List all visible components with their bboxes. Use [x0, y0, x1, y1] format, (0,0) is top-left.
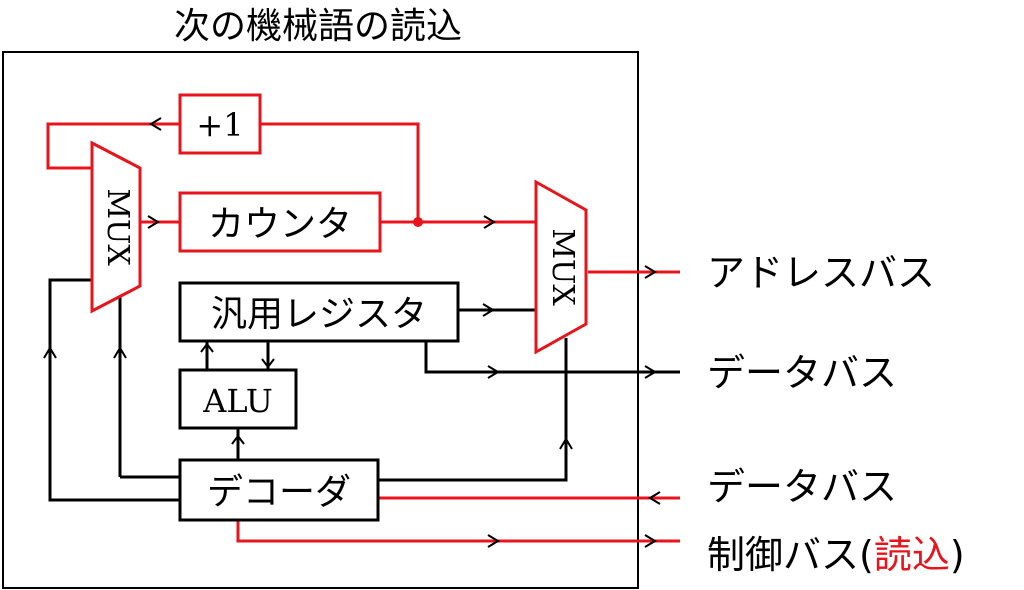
control-bus-mode: 読込 — [874, 533, 950, 577]
mux-left-label: MUX — [100, 188, 135, 266]
arrow-increment-left — [149, 117, 162, 131]
increment-block — [178, 93, 262, 155]
register-label: 汎用レジスタ — [211, 294, 427, 335]
arrow-address-out — [644, 265, 657, 279]
arrow-counter-out — [483, 215, 496, 229]
wire-decoder-to-mux-right — [378, 338, 568, 482]
wire-register-to-data-bus — [424, 341, 680, 374]
active-wires — [46, 122, 680, 543]
alu-block — [178, 368, 298, 430]
wire-counter-to-increment — [260, 122, 420, 222]
wire-decoder-to-control-bus — [236, 520, 680, 543]
arrowheads-red — [147, 117, 661, 548]
arrow-up-left-1 — [43, 346, 57, 359]
alu-label: ALU — [202, 382, 273, 420]
wire-decoder-to-mux-left — [48, 278, 180, 502]
mux-left — [90, 140, 142, 314]
arrow-control-2 — [644, 534, 657, 548]
diagram-title: 次の機械語の読込 — [174, 6, 462, 47]
control-bus-suffix: ) — [950, 533, 965, 577]
data-bus-in-label: データバス — [707, 465, 897, 509]
counter-block — [178, 191, 382, 253]
mux-right-label: MUX — [545, 228, 580, 306]
register-block — [178, 281, 460, 343]
arrow-register-right — [482, 303, 495, 317]
counter-label: カウンタ — [208, 204, 352, 245]
cpu-frame — [2, 51, 639, 589]
arrow-alu-down-2 — [261, 358, 275, 369]
arrow-mux-right-up — [559, 437, 573, 450]
arrow-counter-in — [147, 215, 160, 229]
junction-dot — [413, 217, 423, 227]
arrow-alu-up-1 — [200, 342, 214, 353]
wire-increment-to-mux-left — [46, 122, 180, 170]
arrowheads-black — [43, 303, 657, 450]
decoder-label: デコーダ — [207, 472, 351, 513]
arrow-data-out-1 — [487, 365, 500, 379]
data-bus-out-label: データバス — [707, 351, 897, 395]
arrow-data-in — [648, 491, 661, 505]
normal-wires — [48, 278, 680, 502]
arrow-data-out-2 — [644, 365, 657, 379]
increment-label: +1 — [196, 106, 243, 144]
arrow-decoder-up — [231, 434, 245, 445]
arrow-control-1 — [487, 534, 500, 548]
mux-right — [534, 179, 588, 355]
arrow-up-left-2 — [113, 346, 127, 359]
address-bus-label: アドレスバス — [707, 251, 935, 295]
control-bus-prefix: 制御バス( — [707, 533, 874, 577]
control-bus-label: 制御バス(読込) — [707, 533, 965, 577]
decoder-block — [178, 458, 380, 522]
